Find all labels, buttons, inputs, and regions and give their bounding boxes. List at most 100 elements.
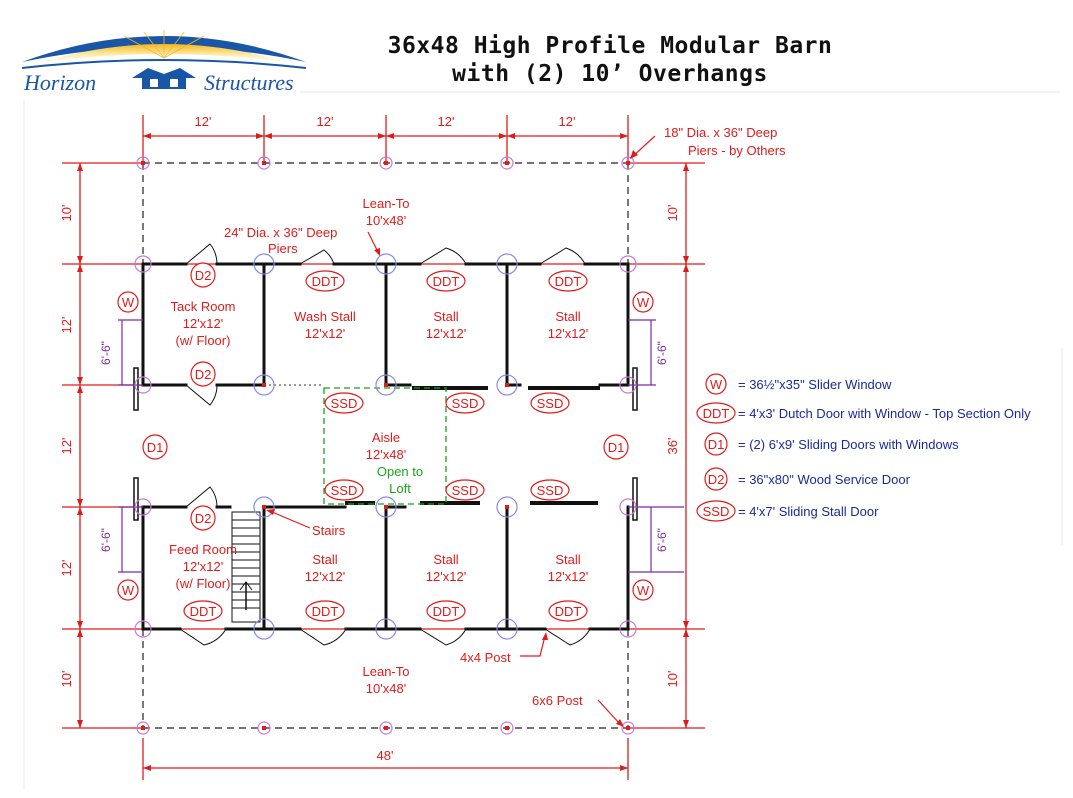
window-height-tr: 6'-6" [655, 341, 669, 365]
sliding-door-tag-right: D1 [608, 440, 625, 455]
lean-to-bottom-size: 10'x48' [366, 681, 406, 696]
walls [141, 262, 630, 631]
note-piers-24-line1: 24" Dia. x 36" Deep [224, 225, 337, 240]
loft-label-line2: Loft [389, 481, 411, 496]
callout-arrowheads [266, 150, 638, 727]
lean-to-outline [142, 162, 629, 729]
tack-room-note: (w/ Floor) [176, 333, 231, 348]
aisle-name: Aisle [372, 430, 400, 445]
dim-top-1: 12' [195, 114, 212, 129]
lean-to-top-name: Lean-To [363, 196, 410, 211]
dutch-door-tag-7: DDT [555, 604, 582, 619]
window-tag-bl: W [122, 583, 135, 598]
dim-left-3: 12' [59, 438, 74, 455]
note-stairs: Stairs [312, 523, 346, 538]
note-piers-18-line2: Piers - by Others [688, 143, 786, 158]
piers-24in [253, 253, 518, 640]
dutch-door-tag-2: DDT [433, 274, 460, 289]
lean-to-top-size: 10'x48' [366, 213, 406, 228]
legend-tag-ddt: DDT [703, 406, 730, 421]
logo-text-structures: Structures [204, 70, 294, 95]
legend-text-ddt: = 4'x3' Dutch Door with Window - Top Sec… [738, 406, 1031, 421]
service-door-tag-2: D2 [195, 367, 212, 382]
dim-left-2: 12' [59, 317, 74, 334]
service-door-tag-3: D2 [195, 511, 212, 526]
loft-label-line1: Open to [377, 464, 423, 479]
lean-to-bottom-name: Lean-To [363, 664, 410, 679]
stall-door-tag-ellipses [324, 392, 570, 501]
stall-door-tag-4: SSD [331, 483, 358, 498]
dutch-door-tag-3: DDT [555, 274, 582, 289]
legend-text-d1: = (2) 6'x9' Sliding Doors with Windows [738, 437, 959, 452]
note-4x4-post: 4x4 Post [460, 650, 511, 665]
legend: W DDT D1 D2 SSD = 36½"x35" Slider Window… [696, 373, 1031, 522]
legend-text-w: = 36½"x35" Slider Window [738, 377, 892, 392]
stall-door-tag-1: SSD [331, 396, 358, 411]
legend-tag-d2: D2 [708, 472, 725, 487]
window-slits [141, 292, 630, 598]
stall-door-tag-6: SSD [537, 483, 564, 498]
window-tag-br: W [637, 583, 650, 598]
dim-top-2: 12' [317, 114, 334, 129]
note-piers-18-line1: 18" Dia. x 36" Deep [664, 125, 777, 140]
dim-left-1: 10' [59, 205, 74, 222]
note-6x6-post: 6x6 Post [532, 693, 583, 708]
dimension-arrows [77, 133, 689, 771]
legend-tag-d1: D1 [708, 437, 725, 452]
legend-text-d2: = 36"x80" Wood Service Door [738, 472, 911, 487]
dim-top-4: 12' [559, 114, 576, 129]
dim-right-bottom: 10' [665, 671, 680, 688]
window-tag-circles [117, 291, 654, 601]
dutch-door-tag-4: DDT [190, 604, 217, 619]
horizon-structures-logo: Horizon Structures [21, 30, 307, 95]
dim-right-top: 10' [665, 205, 680, 222]
wash-stall-name: Wash Stall [294, 309, 356, 324]
legend-tag-w: W [710, 377, 723, 392]
aisle-size: 12'x48' [366, 447, 406, 462]
door-swings [179, 243, 591, 646]
header: Horizon Structures 36x48 High Profile Mo… [0, 0, 1073, 100]
sliding-stall-doors [345, 386, 600, 505]
dim-right-mid: 36' [665, 438, 680, 455]
dutch-door-tag-6: DDT [433, 604, 460, 619]
window-height-markers [118, 319, 684, 573]
pier-centers [141, 161, 630, 730]
stall-3-size: 12'x12' [305, 569, 345, 584]
stall-4-name: Stall [433, 552, 458, 567]
title-line-1: 36x48 High Profile Modular Barn [387, 33, 833, 59]
legend-text-ssd: = 4'x7' Sliding Stall Door [738, 504, 879, 519]
service-door-tag-1: D2 [195, 268, 212, 283]
stall-1-size: 12'x12' [426, 326, 466, 341]
window-height-br: 6'-6" [655, 528, 669, 552]
logo-text-horizon: Horizon [23, 70, 96, 95]
stall-4-size: 12'x12' [426, 569, 466, 584]
stairs [231, 511, 261, 623]
stall-door-tag-3: SSD [537, 396, 564, 411]
stall-3-name: Stall [312, 552, 337, 567]
page-title: 36x48 High Profile Modular Barn with (2)… [330, 32, 890, 88]
piers-18in [134, 156, 637, 735]
stall-door-tag-5: SSD [452, 483, 479, 498]
sliding-door-tag-left: D1 [147, 440, 164, 455]
dim-left-4: 12' [59, 560, 74, 577]
sliding-door-tag-circles [142, 434, 629, 460]
dim-top-3: 12' [438, 114, 455, 129]
stall-5-name: Stall [555, 552, 580, 567]
tack-room-name: Tack Room [170, 299, 235, 314]
dutch-door-tag-ellipses [183, 270, 588, 622]
loft-opening [323, 387, 447, 505]
window-height-tl: 6'-6" [99, 341, 113, 365]
stall-door-tag-2: SSD [452, 396, 479, 411]
feed-room-size: 12'x12' [183, 559, 223, 574]
title-line-2: with (2) 10’ Overhangs [452, 61, 768, 87]
dutch-door-tag-1: DDT [312, 274, 339, 289]
dim-left-5: 10' [59, 671, 74, 688]
note-piers-24-line2: Piers [268, 241, 298, 256]
window-tag-tr: W [637, 295, 650, 310]
service-door-tag-circles [190, 262, 216, 531]
legend-tag-ssd: SSD [703, 504, 730, 519]
feed-room-name: Feed Room [169, 542, 237, 557]
window-tag-tl: W [122, 295, 135, 310]
stall-5-size: 12'x12' [548, 569, 588, 584]
